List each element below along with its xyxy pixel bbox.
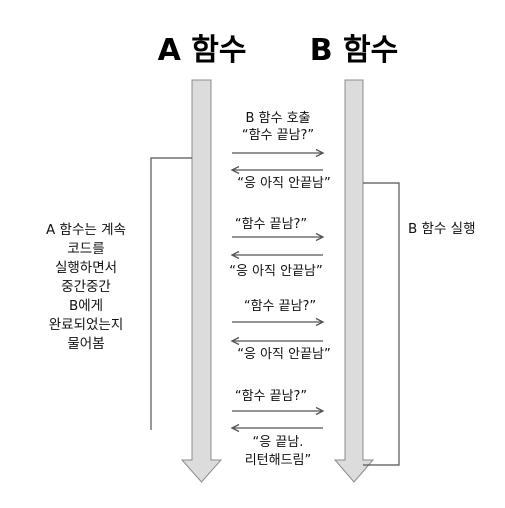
note-a-line-3: 실행하면서 — [55, 260, 117, 276]
note-a-line-6: 완료되었는지 — [49, 317, 124, 333]
function-b-running-bracket — [363, 182, 400, 466]
message-2-label: “응 아직 안끝남” — [237, 176, 331, 191]
message-8-line-2: 리턴해드림” — [245, 453, 312, 468]
message-6-label: “응 아직 안끝남” — [237, 347, 331, 362]
function-b-note: B 함수 실행 — [408, 221, 476, 237]
note-a-line-5: B에게 — [69, 298, 103, 314]
function-a-title: A 함수 — [158, 33, 247, 68]
message-1-line-2: “함수 끝남?” — [242, 128, 314, 143]
message-4-label: “응 아직 안끝남” — [229, 264, 323, 279]
message-8-line-1: “응 끝남. — [253, 435, 304, 450]
message-7-label: “함수 끝남?” — [235, 389, 307, 404]
message-labels: B 함수 호출 “함수 끝남?” “응 아직 안끝남” “함수 끝남?” “응 … — [229, 111, 331, 468]
message-3-label: “함수 끝남?” — [235, 217, 307, 232]
note-a-line-2: 코드를 — [67, 241, 104, 257]
function-a-lifeline — [180, 79, 223, 483]
message-5-label: “함수 끝남?” — [244, 299, 316, 314]
note-a-line-4: 중간중간 — [61, 279, 111, 295]
message-arrows — [230, 148, 325, 433]
function-b-lifeline — [333, 79, 375, 483]
function-b-title: B 함수 — [310, 33, 399, 68]
note-a-line-1: A 함수는 계속 — [46, 222, 126, 238]
note-a-line-7: 물어봄 — [67, 336, 104, 352]
function-a-note: A 함수는 계속 코드를 실행하면서 중간중간 B에게 완료되었는지 물어봄 — [46, 222, 126, 352]
message-1-line-1: B 함수 호출 — [245, 111, 310, 126]
function-a-running-bracket — [150, 157, 192, 430]
